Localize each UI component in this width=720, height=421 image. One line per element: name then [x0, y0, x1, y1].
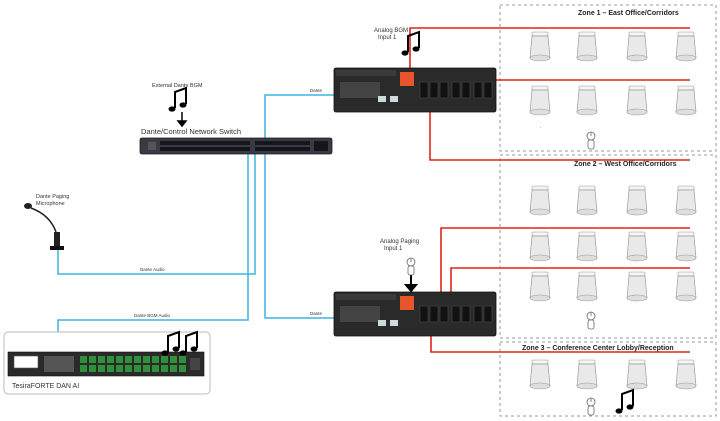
upper-amplifier [333, 67, 497, 113]
zone-3-border [499, 341, 717, 417]
zone-2-title: Zone 2 – West Office/Corridors [574, 161, 677, 168]
zone-1-title: Zone 1 – East Office/Corridors [578, 10, 679, 17]
dante-bgm-audio-label: Dante BGM Audio [134, 313, 171, 318]
arrow-down-icon [176, 112, 188, 128]
tesira-label: TesiraFORTE DAN AI [12, 383, 79, 390]
arrow-down-icon [403, 274, 419, 293]
network-switch [139, 137, 333, 155]
volume-knob-icon [586, 131, 596, 150]
zone-2-border [499, 154, 717, 339]
microphone-icon [24, 203, 64, 250]
dante-top-label: Dante [310, 88, 323, 93]
volume-knob-icon [586, 311, 596, 330]
volume-knob-icon [406, 257, 416, 276]
svg-text:': ' [540, 127, 541, 133]
tesira-device [3, 331, 211, 395]
speakers [529, 31, 697, 390]
lower-amplifier [333, 291, 497, 337]
music-note-icon [167, 87, 188, 113]
zone-3-title: Zone 3 – Conference Center Lobby/Recepti… [522, 345, 674, 352]
volume-knob-icon [586, 397, 596, 416]
switch-label: Dante/Control Network Switch [141, 127, 241, 136]
zone-1-border [499, 4, 717, 152]
dante-bottom-label: Dante [310, 311, 323, 316]
external-dante-bgm-label: External Dante BGM [152, 83, 203, 89]
dante-audio-label: Dante Audio [140, 267, 165, 272]
music-note-icon [614, 389, 635, 415]
